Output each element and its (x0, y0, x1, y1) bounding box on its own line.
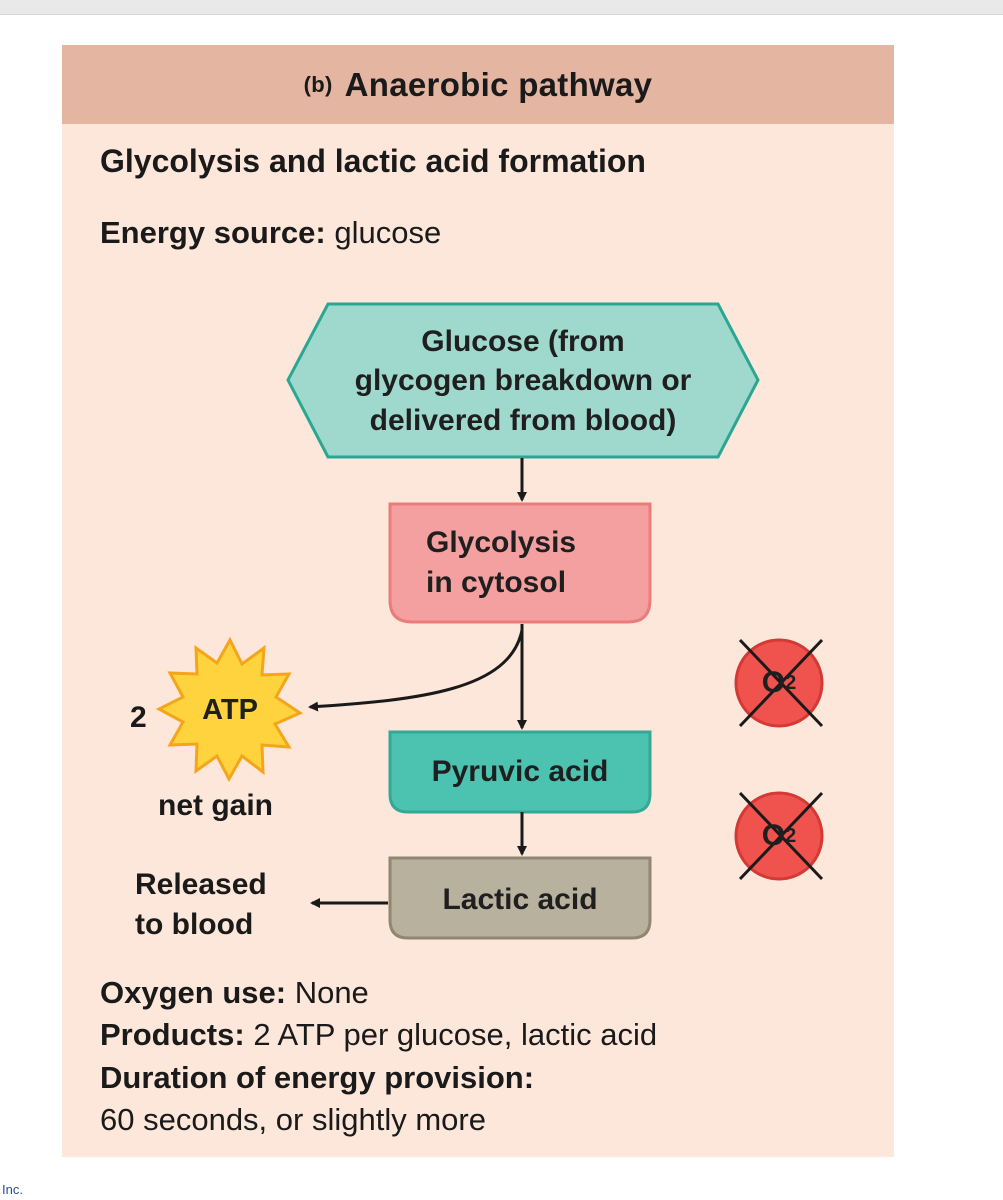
duration-label: Duration of energy provision: (100, 1060, 535, 1095)
panel-title: Anaerobic pathway (344, 65, 653, 103)
panel-letter: (b) (303, 71, 333, 97)
corner-credit-text: Inc. (2, 1182, 23, 1197)
lactic-acid-label: Lactic acid (442, 883, 598, 917)
atp-starburst-icon (155, 636, 304, 783)
products-value: 2 ATP per glucose, lactic acid (253, 1017, 658, 1052)
products-label: Products: (100, 1017, 245, 1052)
glycolysis-line-2: in cytosol (426, 566, 567, 599)
oxygen-use-value: None (294, 975, 369, 1010)
glycolysis-box (388, 502, 652, 624)
duration-value: 60 seconds, or slightly more (100, 1102, 486, 1137)
glucose-hexagon (286, 302, 760, 459)
glycolysis-line-1: Glycolysis (426, 526, 577, 560)
products-line: Products: 2 ATP per glucose, lactic acid (100, 1015, 657, 1056)
oxygen-use-line: Oxygen use: None (100, 973, 369, 1014)
no-oxygen-icon (734, 791, 824, 881)
arrow-glycolysis-to-atp (308, 629, 524, 712)
atp-label: ATP (202, 693, 258, 726)
pyruvic-acid-box (388, 730, 652, 814)
atp-net-gain: net gain (158, 789, 274, 822)
released-line-2: to blood (135, 907, 254, 941)
lactic-acid-box (388, 856, 652, 940)
energy-source-label: Energy source: (100, 215, 326, 250)
browser-top-bar (0, 0, 1003, 15)
glycolysis-label: Glycolysis in cytosol (390, 506, 650, 620)
oxygen-use-label: Oxygen use: (100, 975, 287, 1010)
glucose-label: Glucose (from glycogen breakdown or deli… (290, 310, 756, 452)
glucose-line-3: delivered from blood) (369, 403, 677, 437)
glucose-line-2: glycogen breakdown or (354, 364, 692, 398)
diagram-subtitle: Glycolysis and lactic acid formation (100, 143, 646, 179)
glucose-line-1: Glucose (from (421, 324, 625, 358)
no-oxygen-icon (734, 638, 824, 728)
panel-header: (b) Anaerobic pathway (62, 45, 894, 124)
energy-source-value: glucose (334, 215, 442, 250)
released-line-1: Released (135, 868, 267, 901)
released-to-blood: Released to blood (135, 865, 267, 944)
diagram-panel: (b) Anaerobic pathway (62, 45, 894, 1157)
energy-source-line: Energy source: glucose (100, 213, 441, 254)
atp-count: 2 (130, 701, 147, 734)
pyruvic-acid-label: Pyruvic acid (431, 755, 609, 789)
